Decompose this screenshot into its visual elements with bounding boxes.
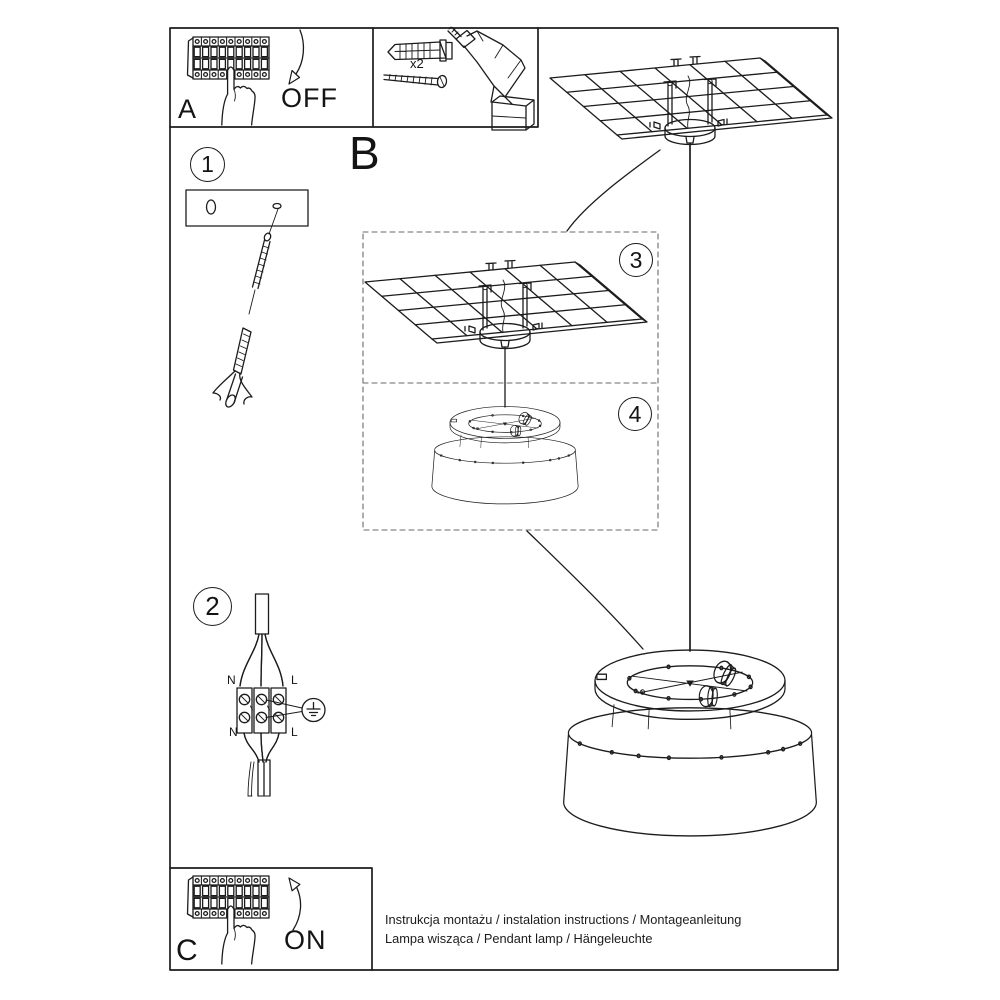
step-2-badge: 2 [193, 587, 232, 626]
detail-box [362, 231, 659, 531]
pendant-lamp-illustration [564, 650, 817, 836]
caption-line-1: Instrukcja montażu / instalation instruc… [385, 912, 742, 927]
section-b-label: B [349, 127, 380, 179]
screw-icon [383, 74, 448, 89]
step-3-badge: 3 [619, 243, 653, 277]
step-1-badge: 1 [190, 147, 225, 182]
section-a-label: A [178, 94, 197, 124]
caption-line-2: Lampa wisząca / Pendant lamp / Hängeleuc… [385, 930, 653, 946]
step1-illustration [185, 189, 309, 408]
wires-below [243, 732, 280, 797]
leader-lines [526, 149, 661, 650]
breaker-off-illustration [188, 29, 305, 125]
terminal-l-bottom-label: L [291, 725, 298, 739]
terminal-block [236, 687, 287, 734]
anchor-expanded-icon [212, 327, 253, 408]
mounted-canopy-illustration [549, 55, 833, 652]
step2-wiring-illustration [236, 593, 326, 797]
on-arrow-icon [288, 877, 302, 931]
wall-plug-icon [387, 39, 453, 62]
off-label: OFF [281, 83, 338, 113]
page-border [169, 27, 839, 971]
off-arrow-icon [288, 29, 305, 85]
tools-illustration [383, 26, 535, 131]
on-label: ON [284, 925, 327, 955]
caption: Instrukcja montażu / instalation instruc… [385, 911, 741, 948]
terminal-n-top-label: N [227, 673, 236, 687]
step-4-badge: 4 [618, 397, 652, 431]
section-c-label: C [176, 934, 198, 967]
terminal-l-top-label: L [291, 673, 298, 687]
breaker-on-illustration [188, 876, 302, 964]
drill-icon [447, 26, 535, 131]
earth-symbol-icon [265, 697, 326, 723]
screw-quantity-label: x2 [410, 56, 424, 71]
terminal-n-bottom-label: N [229, 725, 238, 739]
wires [239, 633, 284, 687]
